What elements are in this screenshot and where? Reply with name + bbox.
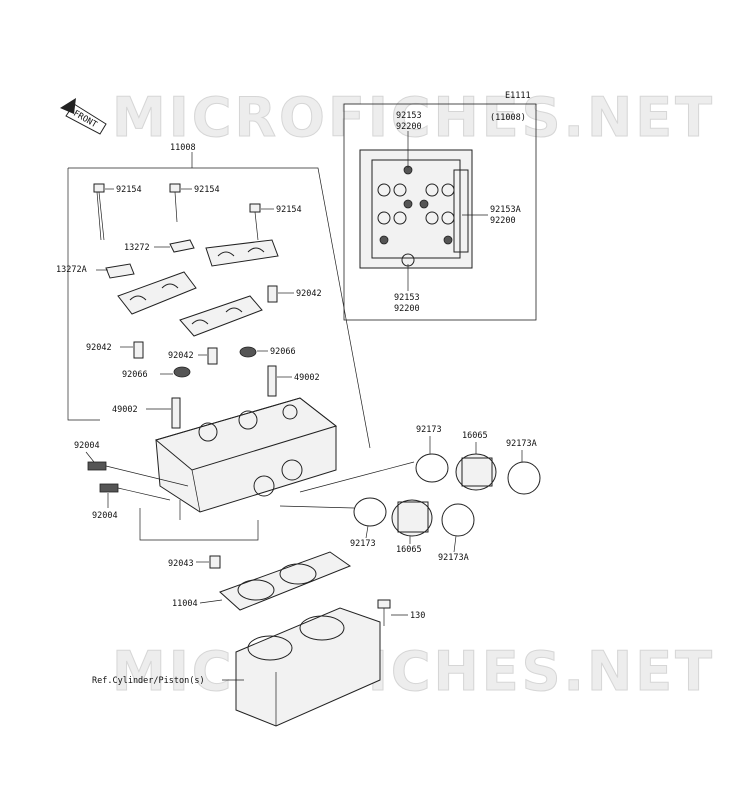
cylinder-head (154, 397, 338, 520)
bolt-92154-mid (169, 183, 181, 223)
callout-cylinder-ref: Ref.Cylinder/Piston(s) (92, 676, 205, 686)
watermark-top: MICROFICHES.NET (112, 86, 715, 149)
pin-92042-right (267, 285, 278, 303)
stud-92004-upper (87, 461, 107, 471)
dowel-92043 (209, 555, 221, 569)
pin-92042-mid (207, 347, 218, 365)
callout-clamp-upper: 92173 (416, 425, 442, 435)
watermark-bottom: MICROFICHES.NET (112, 640, 715, 703)
figure-code: E1111 (505, 91, 531, 101)
callout-main-assembly: 11008 (170, 143, 196, 153)
inset-cam-journals (377, 183, 455, 245)
callout-plate-a: 13272 (124, 243, 150, 253)
callout-stud-upper: 92004 (74, 441, 100, 451)
callout-inset-top-a: 92153 (396, 111, 422, 121)
callout-pin-left: 92042 (86, 343, 112, 353)
callout-inset-bot-b: 92200 (394, 304, 420, 314)
guide-49002-left (171, 397, 181, 429)
cylinder-block (235, 607, 381, 727)
holder-assembly-upper (415, 453, 541, 495)
callout-pin-right: 92042 (296, 289, 322, 299)
callout-clamp-lower: 92173 (350, 539, 376, 549)
plate-13272 (169, 239, 195, 253)
holder-assembly-lower (353, 497, 475, 537)
callout-inset-bot-a: 92153 (394, 293, 420, 303)
callout-bolt-c: 92154 (276, 205, 302, 215)
callout-inset-right-b: 92200 (490, 216, 516, 226)
bolt-92154-left (93, 183, 105, 241)
cam-cap-left (117, 271, 197, 315)
callout-bolt-130: 130 (410, 611, 425, 621)
callout-dowel: 92043 (168, 559, 194, 569)
callout-gasket: 11004 (172, 599, 198, 609)
plate-13272a (105, 263, 135, 279)
callout-bolt-a: 92154 (116, 185, 142, 195)
bolt-92154-right (249, 203, 261, 241)
callout-clamp-lower-a: 92173A (438, 553, 469, 563)
pin-92042-left (133, 341, 144, 359)
callout-seal-left: 92066 (122, 370, 148, 380)
seal-92066-left (173, 366, 191, 378)
front-arrow-icon: FRONT (60, 98, 107, 135)
callout-guide-left: 49002 (112, 405, 138, 415)
cam-cap-right (205, 239, 279, 267)
callout-pin-mid: 92042 (168, 351, 194, 361)
callout-guide-right: 49002 (294, 373, 320, 383)
cam-cap-mid (179, 295, 263, 337)
callout-inset-right-a: 92153A (490, 205, 521, 215)
stud-92004-lower (99, 483, 119, 493)
callout-inset-top-b: 92200 (396, 122, 422, 132)
head-gasket-11004 (219, 551, 352, 611)
guide-49002-right (267, 365, 277, 397)
callout-holder-lower: 16065 (396, 545, 422, 555)
inset-ref-label: (11008) (490, 113, 526, 123)
callout-plate-b: 13272A (56, 265, 87, 275)
inset-top-view (343, 103, 537, 321)
callout-bolt-b: 92154 (194, 185, 220, 195)
callout-stud-lower: 92004 (92, 511, 118, 521)
seal-92066-right (239, 346, 257, 358)
callout-holder-upper: 16065 (462, 431, 488, 441)
bolt-130 (377, 599, 391, 626)
callout-seal-right: 92066 (270, 347, 296, 357)
callout-clamp-upper-a: 92173A (506, 439, 537, 449)
